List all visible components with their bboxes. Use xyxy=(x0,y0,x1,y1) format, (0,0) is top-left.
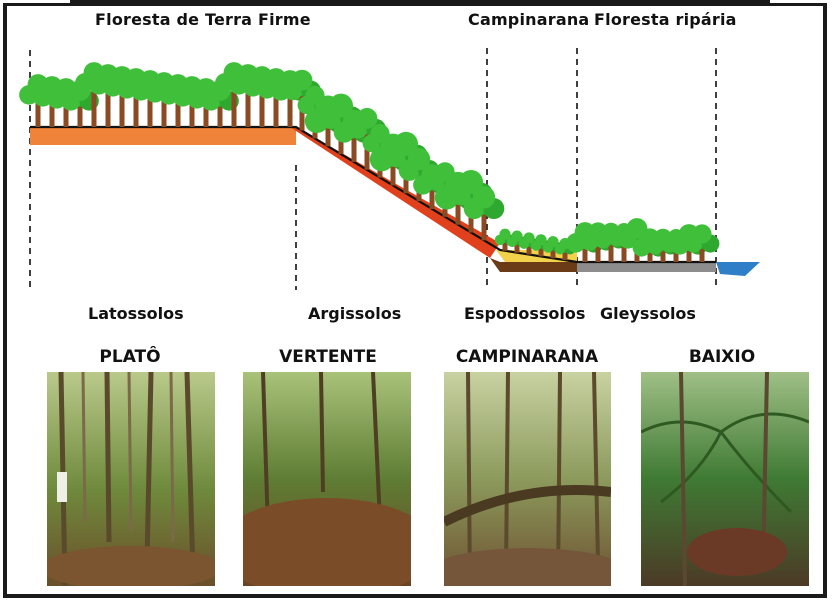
tree-trunk xyxy=(91,79,97,127)
tree-trunk xyxy=(538,243,544,257)
tree-trunk xyxy=(175,91,181,127)
label-espodossolos: Espodossolos xyxy=(464,304,586,323)
tree-trunk xyxy=(481,204,487,241)
photo-title-campinarana: CAMPINARANA xyxy=(455,347,599,367)
tree-crown xyxy=(692,224,712,244)
tree-trunk xyxy=(287,87,293,127)
label-floresta-riparia: Floresta ripária xyxy=(594,10,737,29)
label-gleyssolos: Gleyssolos xyxy=(600,304,696,323)
photo-title-vertente: VERTENTE xyxy=(279,347,377,367)
tree-crown xyxy=(459,170,483,195)
tree-trunk xyxy=(621,236,627,262)
tree-trunk xyxy=(562,247,568,261)
tree-trunk xyxy=(351,127,357,162)
gleyssolo-soil-band xyxy=(577,262,716,272)
latossolo-soil-band xyxy=(30,127,296,145)
tree-crown xyxy=(472,186,496,209)
label-floresta-terra-firme: Floresta de Terra Firme xyxy=(95,10,311,29)
photo-title-baixio: BAIXIO xyxy=(688,347,756,367)
photo-plato xyxy=(47,372,215,586)
tree-trunk xyxy=(514,239,520,253)
tree-trunk xyxy=(660,243,666,262)
tree-trunk xyxy=(147,87,153,127)
tree-trunk xyxy=(105,81,111,127)
photo-title-plato: PLATÔ xyxy=(99,347,161,367)
tree-trunk xyxy=(133,85,139,127)
tree-trunk xyxy=(203,95,209,127)
tree-trunk xyxy=(245,81,251,127)
tree-crown xyxy=(394,131,418,156)
tree-trunk xyxy=(217,97,223,127)
tree-crown xyxy=(356,107,378,129)
tree-crown xyxy=(523,232,535,244)
tree-trunk xyxy=(119,83,125,127)
tree-trunk xyxy=(455,192,461,225)
tree-trunk xyxy=(231,79,237,127)
tree-trunk xyxy=(161,89,167,127)
tree-trunk xyxy=(77,97,83,127)
photo-campinarana xyxy=(444,372,611,586)
tree-crown xyxy=(499,228,511,240)
photo-vertente xyxy=(243,372,411,586)
tree-trunk xyxy=(582,239,588,262)
tree-crown xyxy=(511,230,523,242)
label-latossolos: Latossolos xyxy=(88,304,184,323)
tree-trunk xyxy=(699,240,705,262)
tree-crown xyxy=(407,147,431,171)
tree-trunk xyxy=(325,116,331,147)
tree-trunk xyxy=(429,181,435,209)
tree-trunk xyxy=(550,245,556,259)
argissolo-soil-band xyxy=(290,127,500,258)
figure-frame xyxy=(3,3,827,598)
tree-trunk xyxy=(63,95,69,127)
top-border-bar xyxy=(70,0,770,4)
tree-trunk xyxy=(608,237,614,262)
label-argissolos: Argissolos xyxy=(308,304,402,323)
tree-trunk xyxy=(259,83,265,127)
label-campinarana: Campinarana xyxy=(468,10,590,29)
tree-trunk xyxy=(189,93,195,127)
tree-trunk xyxy=(526,241,532,255)
tree-crown xyxy=(291,69,313,91)
tree-crown xyxy=(329,93,353,118)
tree-trunk xyxy=(502,237,508,251)
forest-canopy xyxy=(19,62,720,262)
tree-trunk xyxy=(35,91,41,127)
photo-baixio xyxy=(641,372,809,586)
tree-crown xyxy=(535,234,547,246)
river-water xyxy=(716,262,760,276)
tree-trunk xyxy=(686,241,692,262)
tree-trunk xyxy=(595,238,601,262)
tree-trunk xyxy=(273,85,279,127)
dark-subsoil-layer xyxy=(490,258,577,272)
tree-trunk xyxy=(49,93,55,127)
tree-crown xyxy=(547,236,559,248)
tree-trunk xyxy=(390,154,396,186)
